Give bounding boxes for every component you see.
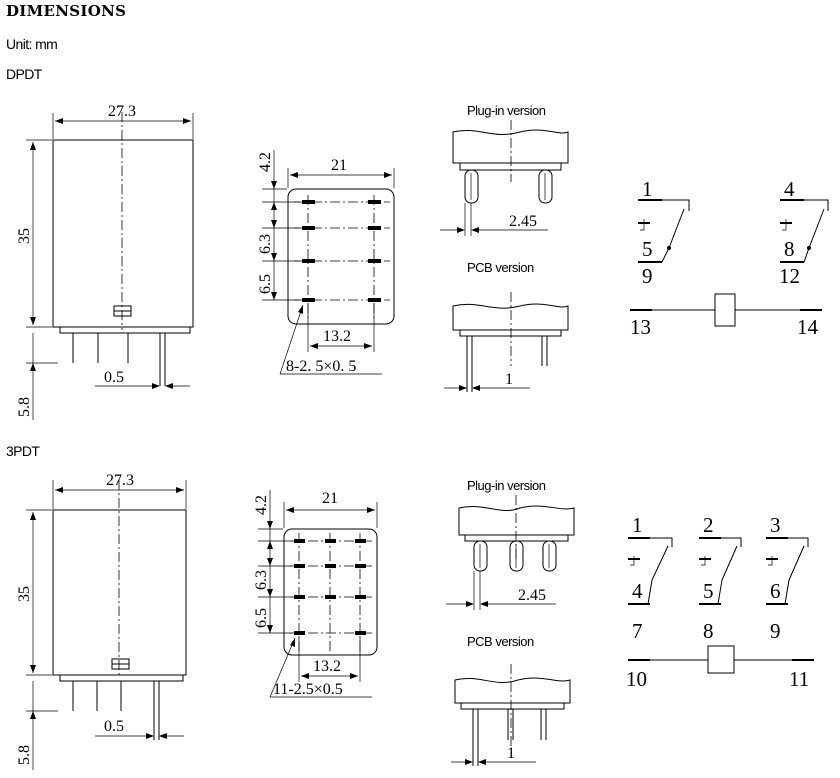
dpdt-row-span-dim: 13.2 — [323, 328, 351, 345]
tpdt-width-dim: 27.3 — [106, 472, 134, 489]
tpdt-section-label: 3PDT — [6, 443, 40, 459]
tpdt-pin-label: 9 — [770, 619, 781, 643]
dpdt-plugin-dim: 2.45 — [509, 213, 537, 230]
dpdt-footprint-width-dim: 21 — [331, 157, 347, 174]
tpdt-pin-label: 2 — [703, 513, 714, 537]
dpdt-schematic: 1 5 9 4 8 12 13 14 — [630, 177, 829, 339]
dpdt-pitch-a-dim: 6.3 — [257, 234, 274, 254]
dpdt-section-label: DPDT — [6, 66, 42, 82]
dpdt-pin-thickness-dim: 0.5 — [104, 369, 124, 386]
dpdt-footprint-outline — [287, 188, 395, 325]
dpdt-pin-label: 1 — [642, 177, 653, 201]
unit-label: Unit: mm — [6, 36, 58, 52]
dpdt-pin-label: 12 — [779, 264, 800, 288]
dpdt-pin-label: 13 — [630, 315, 651, 339]
tpdt-pin-label: 7 — [632, 619, 643, 643]
dpdt-pin-label: 5 — [642, 237, 653, 261]
tpdt-pitch-a-dim: 6.3 — [253, 570, 270, 590]
tpdt-pin-label: 3 — [770, 513, 781, 537]
dpdt-pcb-view: PCB version 1 — [444, 260, 569, 392]
tpdt-height-dim: 35 — [16, 586, 33, 602]
dpdt-pin-label: 4 — [784, 177, 795, 201]
tpdt-row-span-dim: 13.2 — [313, 658, 341, 675]
tpdt-pin-label: 1 — [632, 513, 643, 537]
dpdt-slots-note: 8-2. 5×0. 5 — [286, 358, 356, 375]
tpdt-side-view: 27.3 35 5.8 0.5 — [16, 472, 187, 770]
tpdt-pin-label: 6 — [770, 579, 781, 603]
dpdt-footprint: 21 4.2 6.3 6.5 13.2 8-2. 5×0. 5 — [257, 150, 395, 375]
tpdt-pitch-b-dim: 6.5 — [253, 608, 270, 628]
dpdt-pcb-caption: PCB version — [467, 260, 534, 275]
tpdt-footprint-width-dim: 21 — [322, 490, 338, 507]
tpdt-pcb-caption: PCB version — [467, 634, 534, 649]
dpdt-pin-label: 14 — [797, 315, 819, 339]
dpdt-pcb-dim: 1 — [505, 371, 513, 388]
dpdt-pitch-b-dim: 6.5 — [257, 274, 274, 294]
tpdt-schematic: 1 4 7 2 5 8 3 6 9 10 11 — [626, 513, 814, 691]
tpdt-pcb-view: PCB version 1 — [451, 634, 571, 766]
tpdt-plugin-view: Plug-in version 2.45 — [446, 478, 575, 610]
tpdt-pin-thickness-dim: 0.5 — [104, 718, 124, 735]
tpdt-footprint: 21 4.2 6.3 6.5 13.2 11-2.5×0.5 — [253, 490, 378, 698]
dpdt-slots — [302, 200, 381, 302]
dpdt-relay-body — [52, 139, 194, 328]
tpdt-plugin-dim: 2.45 — [518, 587, 546, 604]
tpdt-slots — [294, 539, 366, 635]
dpdt-width-dim: 27.3 — [108, 103, 136, 120]
tpdt-coil — [707, 645, 735, 674]
dpdt-height-dim: 35 — [16, 228, 33, 244]
tpdt-pin-length-dim: 5.8 — [16, 745, 33, 765]
dpdt-plugin-view: Plug-in version 2.45 — [440, 103, 569, 236]
dpdt-plugin-caption: Plug-in version — [467, 103, 546, 118]
tpdt-pcb-dim: 1 — [507, 745, 515, 762]
tpdt-pin-label: 11 — [789, 667, 809, 691]
dpdt-side-pins — [72, 333, 166, 386]
page-title: DIMENSIONS — [6, 2, 127, 20]
tpdt-side-pins — [72, 681, 160, 740]
tpdt-pin-label: 5 — [703, 579, 714, 603]
tpdt-relay-body — [52, 509, 187, 676]
dpdt-coil — [714, 293, 736, 327]
tpdt-footprint-outline — [283, 528, 378, 656]
tpdt-slots-note: 11-2.5×0.5 — [273, 681, 343, 698]
dpdt-edge-dim: 4.2 — [257, 152, 274, 172]
dpdt-pin-length-dim: 5.8 — [16, 397, 33, 417]
tpdt-plugin-caption: Plug-in version — [467, 478, 546, 493]
dpdt-pin-label: 8 — [784, 237, 795, 261]
tpdt-pin-label: 4 — [632, 579, 643, 603]
tpdt-pin-label: 8 — [703, 619, 714, 643]
tpdt-pin-label: 10 — [626, 667, 647, 691]
dpdt-side-view: 27.3 35 5.8 0.5 — [16, 103, 194, 420]
dpdt-pin-label: 9 — [642, 264, 653, 288]
tpdt-edge-dim: 4.2 — [253, 495, 270, 515]
